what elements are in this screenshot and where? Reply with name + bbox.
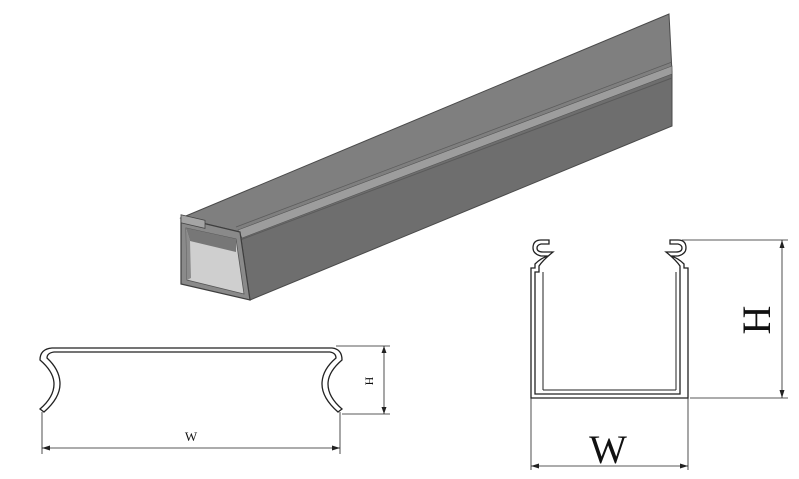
cover-width-label: W xyxy=(185,429,198,444)
cover-profile-drawing: W H xyxy=(38,345,390,454)
base-profile-drawing: W H xyxy=(530,239,788,472)
trunking-3d-render xyxy=(179,13,673,301)
base-height-label: H xyxy=(734,306,779,335)
cover-profile-outline xyxy=(38,347,344,413)
base-profile-outline xyxy=(530,239,689,399)
cover-height-label: H xyxy=(362,376,376,385)
base-width-label: W xyxy=(589,427,627,472)
